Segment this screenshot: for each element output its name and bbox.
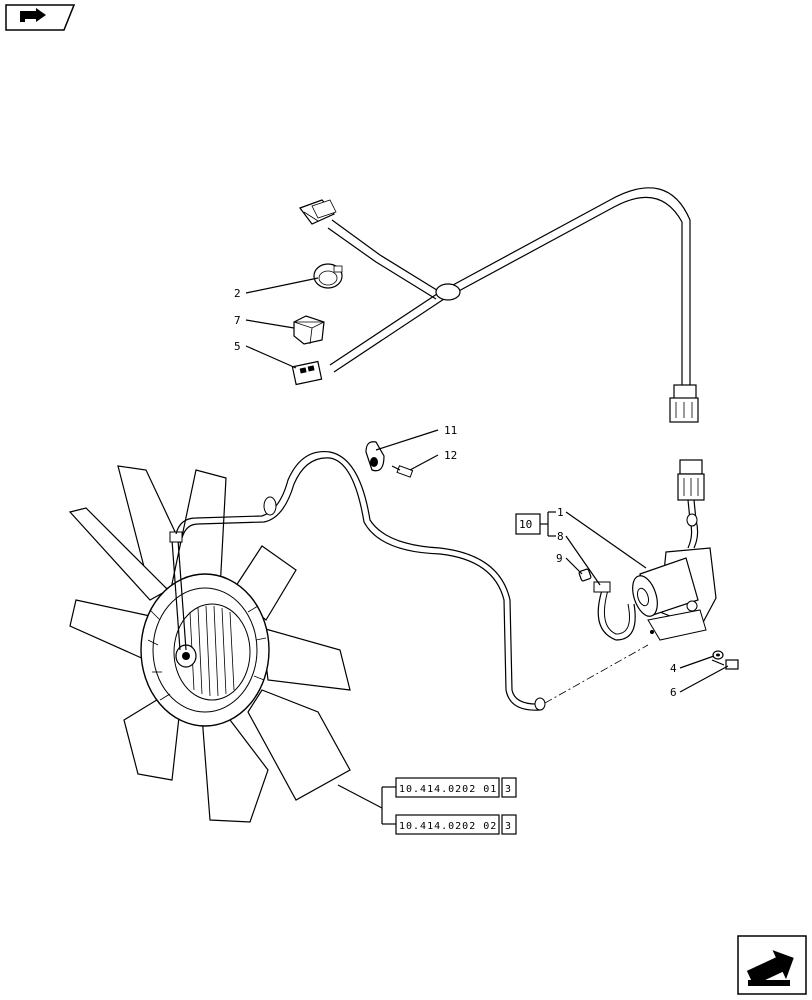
reference-link-1[interactable]: 10.414.0202 01 3 [395, 777, 517, 798]
reference-sheet-1: 3 [505, 784, 512, 795]
washer [712, 650, 724, 660]
next-page-arrow-icon[interactable] [737, 935, 807, 995]
reference-box-10[interactable] [515, 513, 541, 535]
fan-assembly [68, 465, 351, 823]
harness-connector-right [669, 384, 699, 423]
reference-code-2: 10.414.0202 02 [399, 821, 497, 832]
callout-8: 8 [557, 530, 564, 543]
callout-6: 6 [670, 686, 677, 699]
harness-connector-upper [299, 199, 337, 225]
callout-1: 1 [557, 506, 564, 519]
harness-connector-lower [291, 360, 323, 386]
sensor-cable [175, 450, 546, 711]
callout-7: 7 [234, 314, 241, 327]
wiring-harness [291, 187, 699, 423]
hose-clamp [313, 263, 343, 289]
previous-page-arrow-icon[interactable] [5, 4, 76, 31]
reference-sheet-2: 3 [505, 821, 512, 832]
callout-2: 2 [234, 287, 241, 300]
callout-12: 12 [444, 449, 457, 462]
callout-4: 4 [670, 662, 677, 675]
callout-10: 10 [519, 518, 532, 531]
callout-9: 9 [556, 552, 563, 565]
screw [391, 465, 414, 478]
bracket-clamp [593, 581, 636, 641]
reference-code-1: 10.414.0202 01 [399, 784, 497, 795]
spacer [578, 568, 592, 582]
callout-11: 11 [444, 424, 457, 437]
bolt [711, 659, 739, 670]
reference-link-2[interactable]: 10.414.0202 02 3 [395, 814, 517, 835]
relay [293, 315, 325, 345]
cable-clip [365, 441, 385, 472]
callout-5: 5 [234, 340, 241, 353]
actuator-motor [632, 459, 717, 641]
